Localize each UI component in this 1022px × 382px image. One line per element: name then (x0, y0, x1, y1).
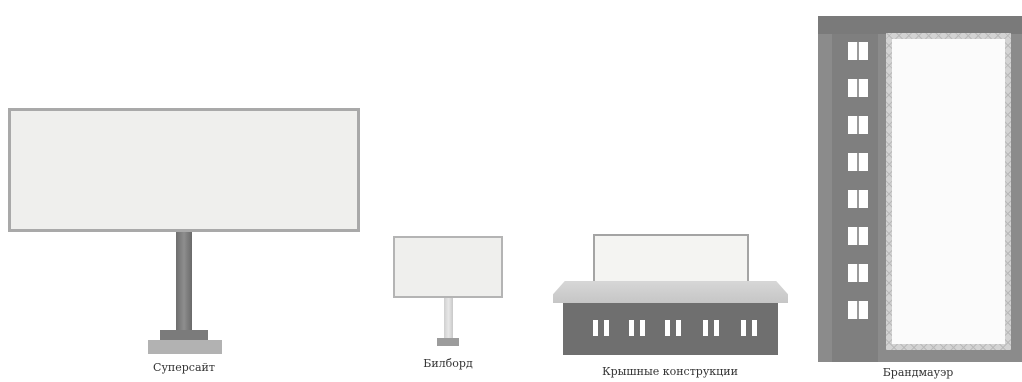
billboard-panel (393, 236, 503, 298)
building-window (848, 264, 868, 282)
supersite-base-collar (160, 330, 208, 340)
building-window (848, 153, 868, 171)
building-window (848, 42, 868, 60)
building-window (848, 227, 868, 245)
rooftop-sign-face (595, 236, 747, 286)
firewall-parapet (818, 16, 1022, 34)
supersite-panel-face (11, 111, 357, 229)
billboard-base (437, 338, 459, 346)
building-window (848, 79, 868, 97)
firewall-caption: Брандмауэр (838, 366, 998, 379)
rooftop-sign (593, 234, 749, 288)
building-window (593, 320, 609, 336)
building-window (703, 320, 719, 336)
building-window (848, 116, 868, 134)
firewall-banner (886, 33, 1011, 350)
building-window (848, 301, 868, 319)
building-window (741, 320, 757, 336)
building-window (629, 320, 645, 336)
rooftop-roof (553, 281, 788, 303)
billboard-caption: Билборд (368, 357, 528, 370)
firewall-banner-face (892, 39, 1005, 344)
building-window (848, 190, 868, 208)
supersite-caption: Суперсайт (104, 361, 264, 374)
building-window (665, 320, 681, 336)
billboard-pole (444, 298, 453, 338)
supersite-panel (8, 108, 360, 232)
billboard-panel-face (395, 238, 501, 296)
rooftop-caption: Крышные конструкции (590, 365, 750, 378)
rooftop-building (563, 303, 778, 355)
supersite-pole (176, 232, 192, 338)
supersite-base (148, 340, 222, 354)
